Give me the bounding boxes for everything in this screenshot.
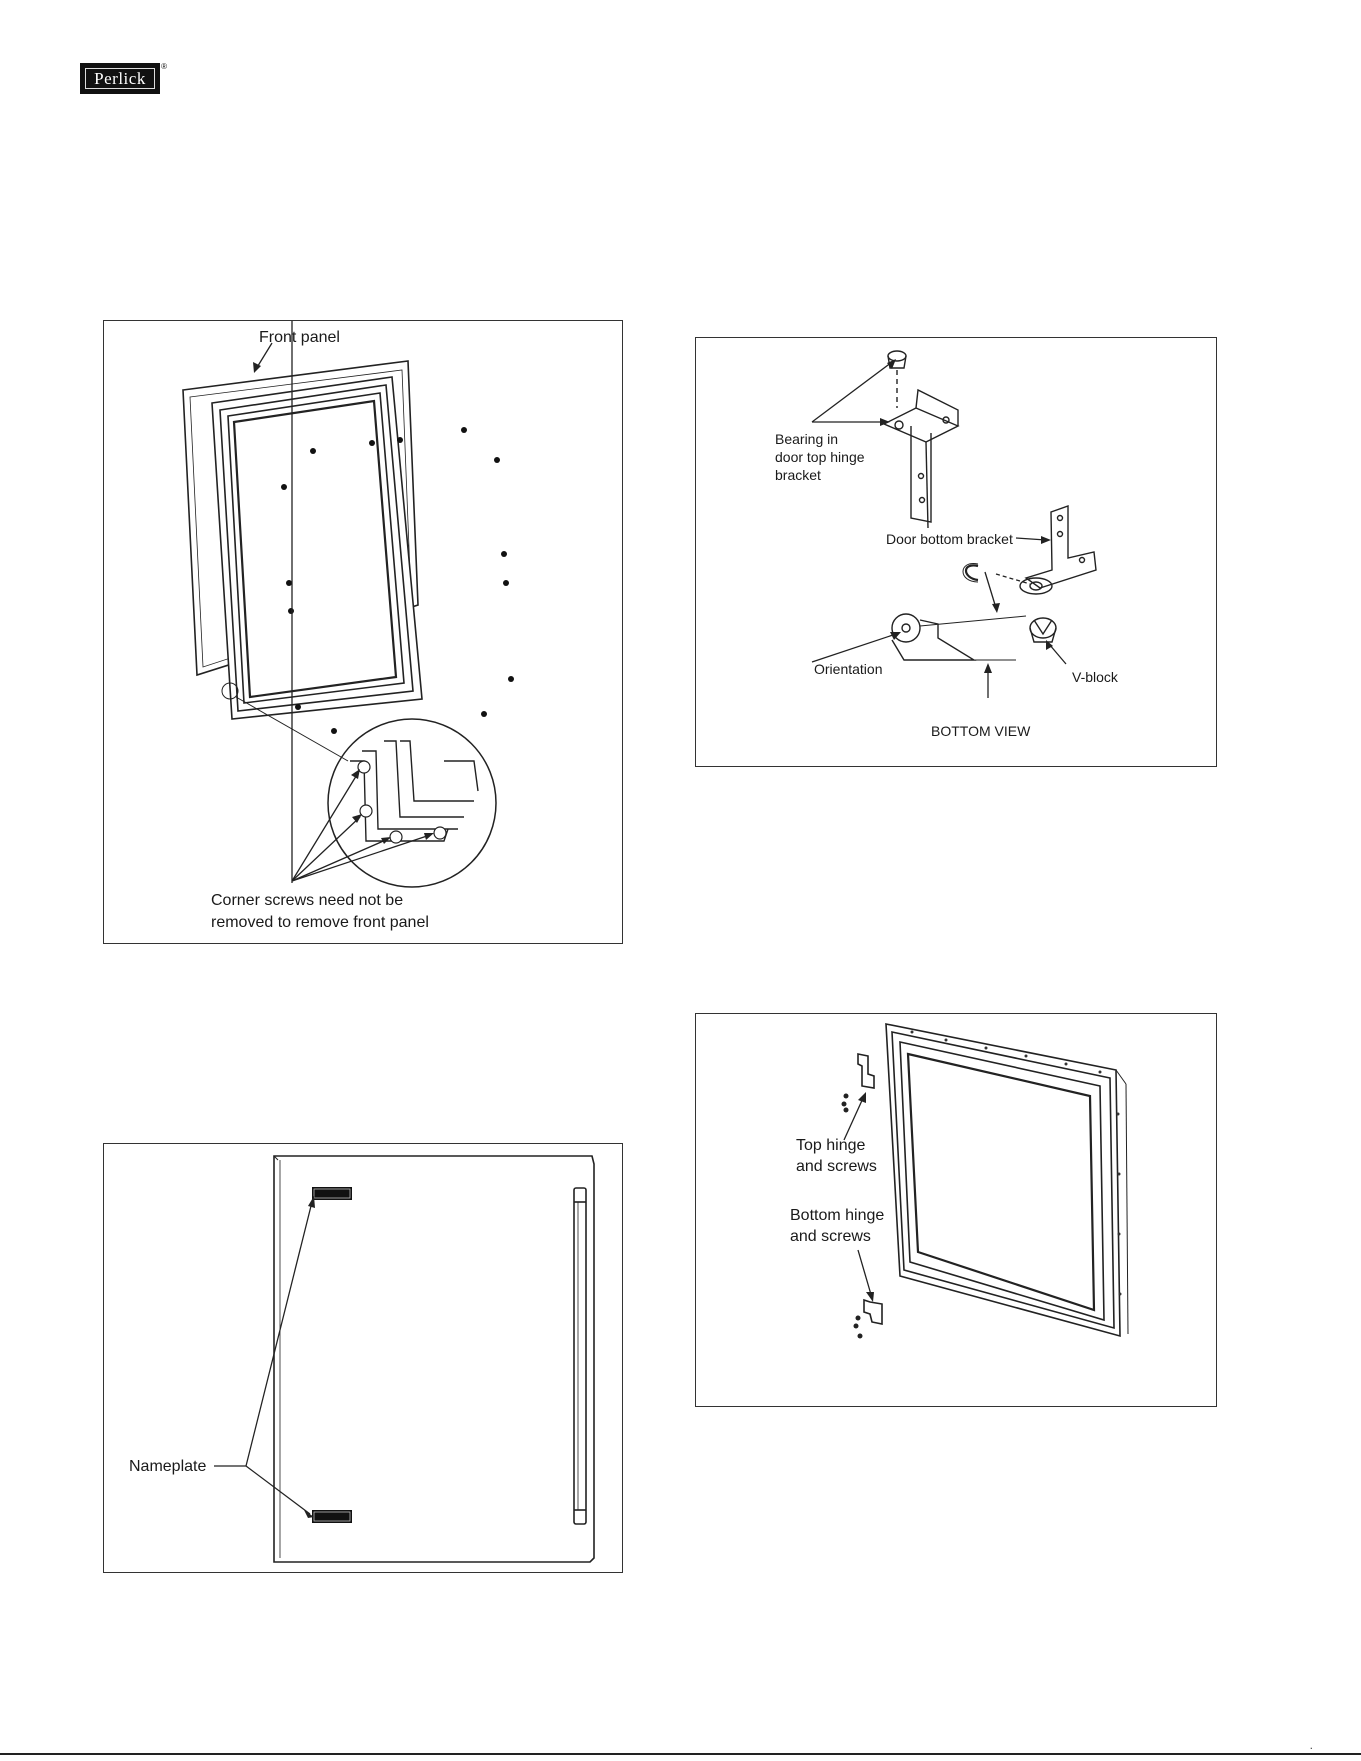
nameplate-drawing (104, 1144, 624, 1574)
footer-mark: . (1310, 1738, 1313, 1752)
figure-hinge-bracket: Bearing in door top hinge bracket Door b… (695, 337, 1217, 767)
label-vblock: V-block (1072, 668, 1118, 687)
label-top-hinge-line2: and screws (796, 1157, 877, 1176)
perlick-logo: Perlick ® (80, 63, 160, 94)
nameplate-badges (312, 1187, 352, 1523)
label-door-bottom-bracket: Door bottom bracket (886, 530, 1013, 549)
corner-screws (358, 761, 446, 843)
hinge-screws-drawing (696, 1014, 1218, 1408)
label-bottom-hinge-line1: Bottom hinge (790, 1206, 884, 1225)
label-bearing-line2: door top hinge (775, 448, 865, 467)
logo-frame: Perlick (85, 68, 155, 89)
label-front-panel: Front panel (259, 328, 340, 347)
label-orientation: Orientation (814, 660, 882, 679)
registered-mark: ® (161, 62, 167, 71)
footer-rule (0, 1753, 1361, 1755)
label-bottom-view: BOTTOM VIEW (931, 722, 1030, 741)
label-corner-screws-line2: removed to remove front panel (211, 913, 429, 932)
hinge-bracket-drawing (696, 338, 1218, 768)
figure-front-panel: Front panel Corner screws need not be re… (103, 320, 623, 944)
label-bearing-line1: Bearing in (775, 430, 838, 449)
label-nameplate: Nameplate (129, 1457, 206, 1476)
front-panel-drawing (104, 321, 624, 945)
figure-nameplate: Nameplate (103, 1143, 623, 1573)
label-bottom-hinge-line2: and screws (790, 1227, 871, 1246)
logo-text: Perlick (94, 69, 146, 89)
figure-hinge-screws: Top hinge and screws Bottom hinge and sc… (695, 1013, 1217, 1407)
label-bearing-line3: bracket (775, 466, 821, 485)
label-corner-screws-line1: Corner screws need not be (211, 891, 403, 910)
label-top-hinge-line1: Top hinge (796, 1136, 865, 1155)
